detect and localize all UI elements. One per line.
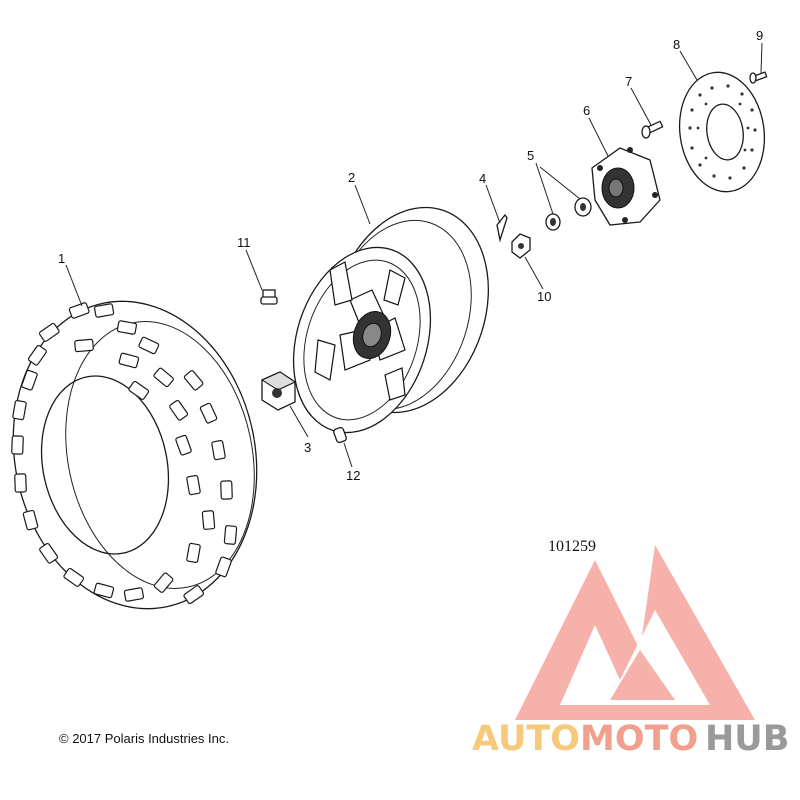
callout-12: 12 (346, 468, 360, 483)
wheel-stud (333, 426, 347, 444)
callout-11: 11 (237, 235, 251, 250)
tire (11, 300, 258, 610)
brake-disc (678, 71, 766, 193)
wheel-rim (292, 206, 490, 434)
watermark-auto: AUTO (472, 719, 580, 759)
hub-nut-part (260, 371, 297, 411)
callout-6: 6 (583, 103, 590, 118)
callout-10: 10 (537, 289, 551, 304)
watermark-hub: HUB (705, 719, 789, 759)
callout-3: 3 (304, 440, 311, 455)
figure-number: 101259 (548, 538, 596, 555)
copyright-notice: © 2017 Polaris Industries Inc. (59, 731, 229, 746)
hub-bolt (641, 120, 664, 139)
watermark-logo (515, 545, 755, 720)
callout-5: 5 (527, 148, 534, 163)
disc-bolt (749, 71, 768, 84)
callout-labels: 1 2 3 4 5 6 7 8 9 10 11 12 (58, 28, 763, 483)
watermark-text: AUTO MOTO HUB (472, 719, 789, 759)
callout-1: 1 (58, 251, 65, 266)
leader-lines (65, 42, 763, 468)
valve-stem (260, 289, 278, 305)
callout-7: 7 (625, 74, 632, 89)
callout-4: 4 (479, 171, 486, 186)
callout-8: 8 (673, 37, 680, 52)
watermark-moto: MOTO (580, 719, 698, 759)
washers (545, 197, 592, 231)
callout-9: 9 (756, 28, 763, 43)
castle-nut (511, 233, 531, 259)
wheel-hub (591, 147, 661, 226)
callout-2: 2 (348, 170, 355, 185)
cotter-pin (496, 213, 508, 243)
